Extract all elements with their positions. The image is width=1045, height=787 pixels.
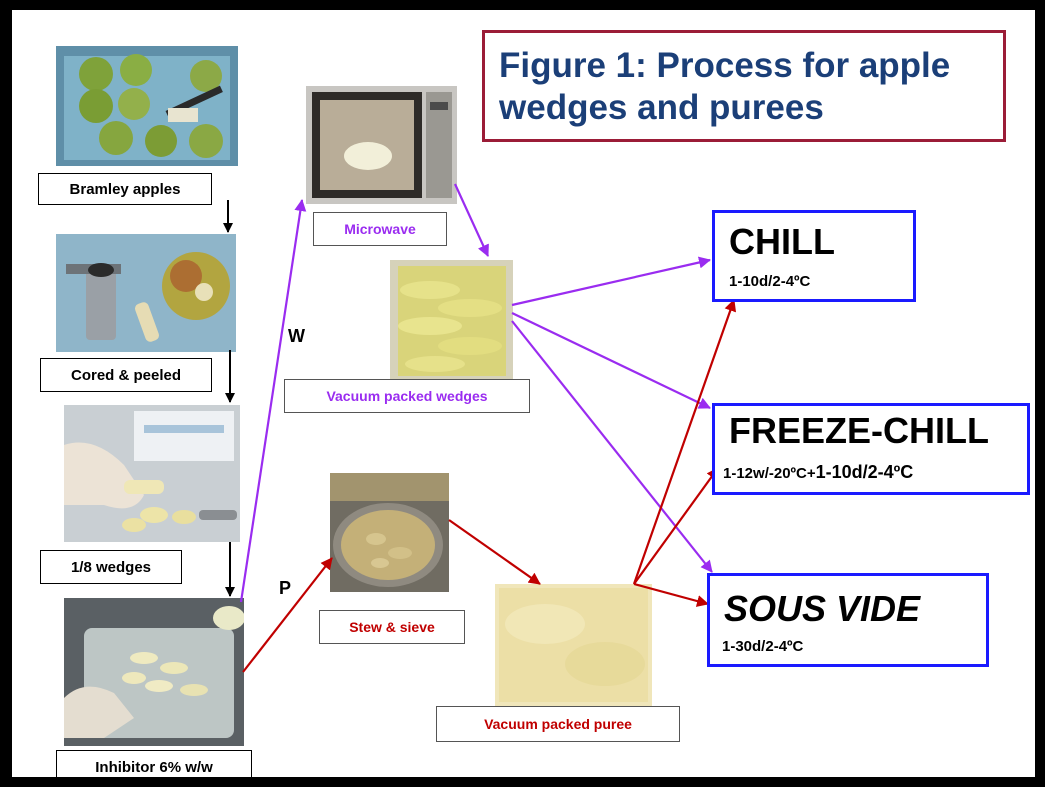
label-cored-peeled: Cored & peeled — [40, 358, 212, 392]
label-vacuum-packed-puree: Vacuum packed puree — [436, 706, 680, 742]
arrow-stew-to-puree — [448, 519, 541, 585]
slide: Bramley apples Cored & peeled 1/8 wedges… — [12, 10, 1035, 777]
vacuum-packed-puree-photo — [495, 584, 652, 706]
label-wedges: 1/8 wedges — [40, 550, 182, 584]
output-sous-vide: SOUS VIDE 1-30d/2-4ºC — [707, 573, 989, 667]
route-letter-wedges: W — [288, 326, 305, 346]
figure-title-line-2: wedges and purees — [499, 88, 824, 127]
label-vacuum-packed-wedges: Vacuum packed wedges — [284, 379, 530, 413]
label-inhibitor: Inhibitor 6% w/w — [56, 750, 252, 777]
inhibitor-photo — [64, 598, 244, 746]
arrow-pack-to-chill — [511, 256, 711, 307]
arrow-puree-to-freeze-chill — [633, 467, 719, 585]
output-freeze-chill: FREEZE-CHILL 1-12w/-20ºC+1-10d/2-4ºC — [712, 403, 1030, 495]
route-letter-puree: P — [279, 578, 292, 598]
label-microwave: Microwave — [313, 212, 447, 246]
stew-pot-photo — [330, 473, 449, 592]
vacuum-packed-wedges-photo — [390, 260, 513, 382]
output-chill-name: CHILL — [729, 221, 835, 262]
arrow-pack-to-freeze-chill — [511, 312, 711, 409]
output-chill-detail: 1-10d/2-4ºC — [729, 273, 811, 290]
bramley-apples-photo — [56, 46, 238, 166]
output-freeze-chill-detail-b: 1-10d/2-4ºC — [815, 462, 914, 482]
label-bramley-apples: Bramley apples — [38, 173, 212, 205]
wedges-photo — [64, 405, 240, 542]
cored-apple-photo — [56, 234, 236, 352]
label-stew-sieve: Stew & sieve — [319, 610, 465, 644]
output-sous-vide-name: SOUS VIDE — [724, 588, 921, 629]
figure-title-line-1: Figure 1: Process for apple — [499, 46, 951, 85]
figure-title: Figure 1: Process for apple wedges and p… — [499, 45, 950, 129]
output-freeze-chill-name: FREEZE-CHILL — [729, 410, 989, 451]
output-freeze-chill-detail-a: 1-12w/-20ºC+ — [723, 465, 816, 482]
output-sous-vide-detail: 1-30d/2-4ºC — [722, 638, 804, 655]
figure-title-box: Figure 1: Process for apple wedges and p… — [482, 30, 1006, 142]
arrow-microwave-to-pack — [454, 183, 489, 257]
output-freeze-chill-detail: 1-12w/-20ºC+1-10d/2-4ºC — [723, 462, 913, 483]
microwave-photo — [306, 86, 457, 204]
output-chill: CHILL 1-10d/2-4ºC — [712, 210, 916, 302]
arrow-pack-to-sous-vide — [511, 320, 713, 573]
